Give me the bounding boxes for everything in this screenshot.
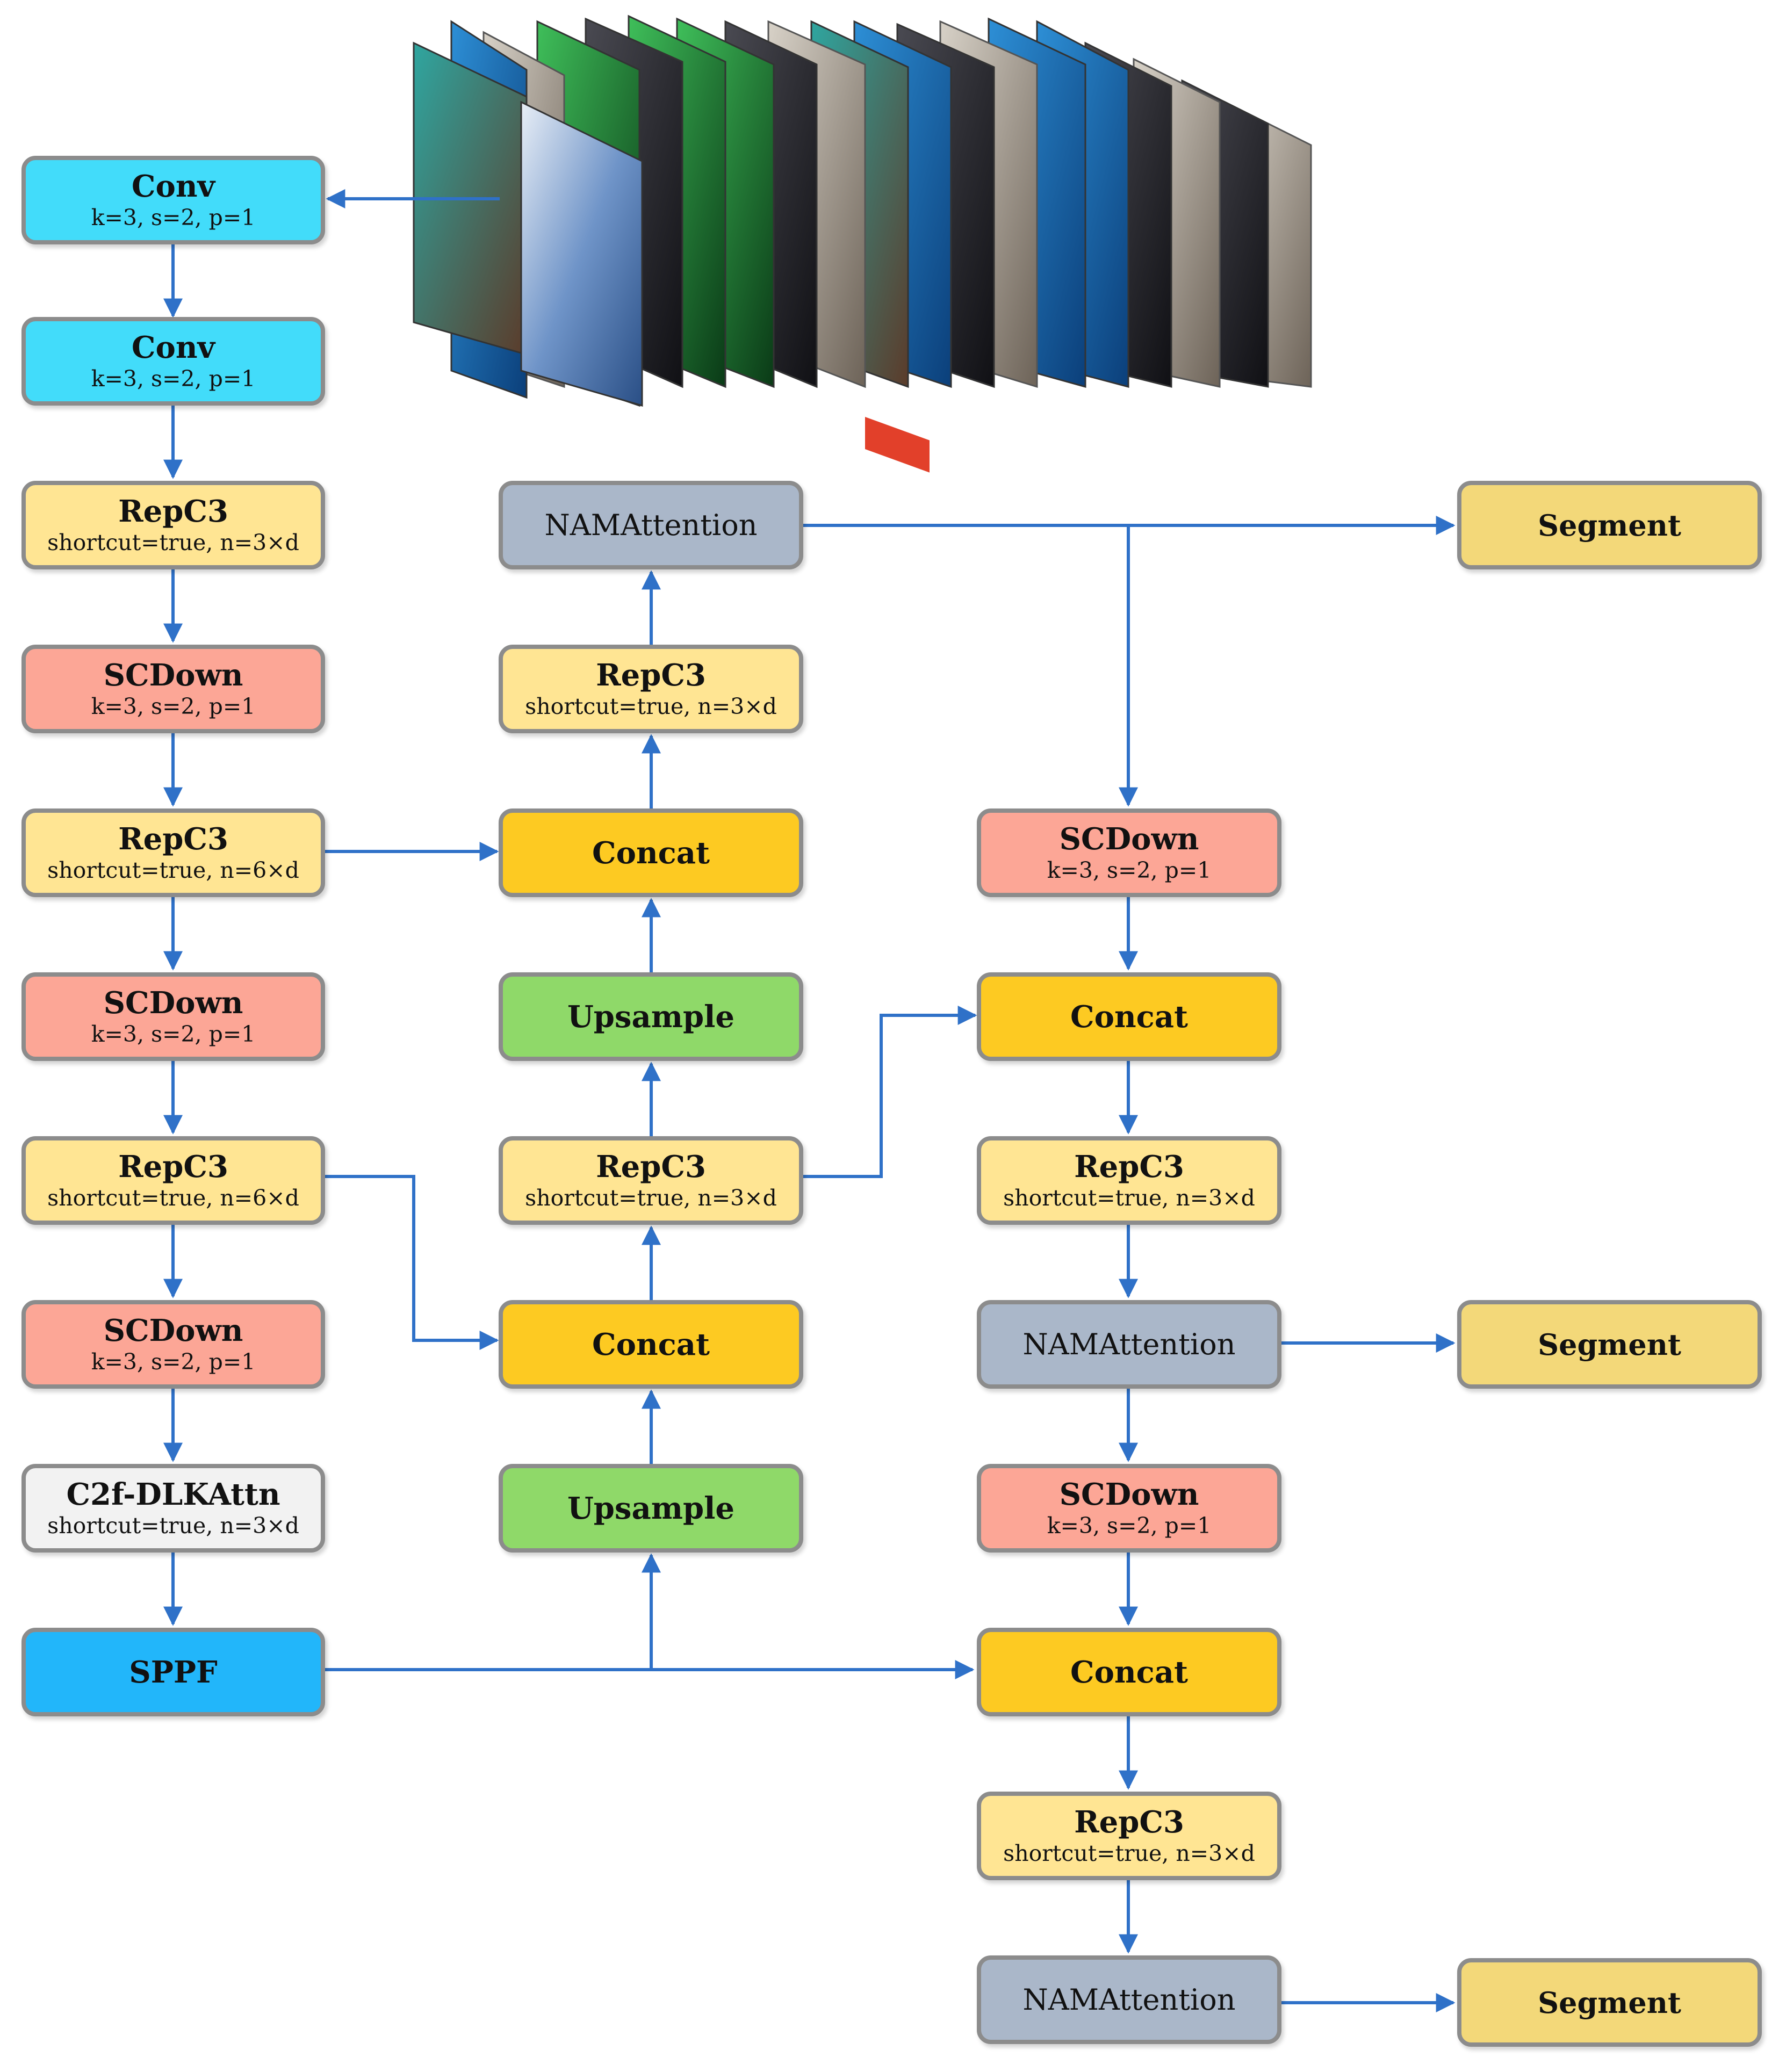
node-title: Concat — [1070, 999, 1188, 1035]
segment-head: Segment — [1457, 1958, 1762, 2047]
segment-head: Segment — [1457, 481, 1762, 569]
node-params: shortcut=true, n=3×d — [47, 1512, 299, 1539]
node-title: RepC3 — [596, 657, 706, 693]
repc3-block: RepC3 shortcut=true, n=3×d — [499, 645, 803, 733]
node-params: k=3, s=2, p=1 — [91, 693, 256, 719]
node-params: shortcut=true, n=3×d — [525, 1185, 777, 1211]
namattention-block: NAMAttention — [499, 481, 803, 569]
node-title: Segment — [1538, 508, 1681, 543]
node-params: shortcut=true, n=3×d — [525, 693, 777, 719]
node-title: Conv — [131, 168, 215, 204]
node-params: k=3, s=2, p=1 — [91, 1021, 256, 1047]
node-title: Upsample — [567, 999, 735, 1035]
node-title: SCDown — [103, 985, 243, 1021]
node-title: Concat — [592, 1326, 710, 1362]
conv-block: Conv k=3, s=2, p=1 — [21, 156, 325, 244]
scdown-block: SCDown k=3, s=2, p=1 — [977, 1464, 1281, 1553]
c2f-dlkattn-block: C2f-DLKAttn shortcut=true, n=3×d — [21, 1464, 325, 1553]
node-params: k=3, s=2, p=1 — [1047, 1512, 1212, 1539]
node-params: k=3, s=2, p=1 — [1047, 857, 1212, 883]
node-title: SCDown — [103, 657, 243, 693]
node-params: k=3, s=2, p=1 — [91, 365, 256, 392]
repc3-block: RepC3 shortcut=true, n=6×d — [21, 1136, 325, 1225]
node-title: Concat — [1070, 1654, 1188, 1690]
node-params: shortcut=true, n=3×d — [47, 529, 299, 555]
upsample-block: Upsample — [499, 972, 803, 1061]
node-params: shortcut=true, n=6×d — [47, 1185, 299, 1211]
node-title: SCDown — [1059, 821, 1199, 857]
repc3-block: RepC3 shortcut=true, n=3×d — [977, 1792, 1281, 1880]
node-title: RepC3 — [1074, 1804, 1184, 1840]
node-title: RepC3 — [118, 1149, 228, 1185]
namattention-block: NAMAttention — [977, 1955, 1281, 2044]
repc3-block: RepC3 shortcut=true, n=3×d — [499, 1136, 803, 1225]
node-title: NAMAttention — [1022, 1982, 1236, 2017]
sppf-block: SPPF — [21, 1628, 325, 1716]
node-title: Segment — [1538, 1985, 1681, 2020]
node-params: shortcut=true, n=3×d — [1003, 1185, 1255, 1211]
scdown-block: SCDown k=3, s=2, p=1 — [21, 645, 325, 733]
node-title: NAMAttention — [544, 508, 758, 542]
node-params: k=3, s=2, p=1 — [91, 204, 256, 230]
upsample-block: Upsample — [499, 1464, 803, 1553]
concat-block: Concat — [499, 1300, 803, 1389]
node-title: Concat — [592, 835, 710, 871]
node-title: RepC3 — [118, 493, 228, 529]
conv-block: Conv k=3, s=2, p=1 — [21, 317, 325, 406]
node-title: SCDown — [1059, 1476, 1199, 1512]
node-title: NAMAttention — [1022, 1327, 1236, 1361]
repc3-block: RepC3 shortcut=true, n=3×d — [21, 481, 325, 569]
namattention-block: NAMAttention — [977, 1300, 1281, 1389]
concat-block: Concat — [977, 972, 1281, 1061]
concat-block: Concat — [977, 1628, 1281, 1716]
node-title: SCDown — [103, 1312, 243, 1348]
node-title: RepC3 — [1074, 1149, 1184, 1185]
scdown-block: SCDown k=3, s=2, p=1 — [21, 972, 325, 1061]
node-title: C2f-DLKAttn — [66, 1476, 280, 1512]
node-params: shortcut=true, n=6×d — [47, 857, 299, 883]
node-title: SPPF — [129, 1654, 218, 1690]
repc3-block: RepC3 shortcut=true, n=3×d — [977, 1136, 1281, 1225]
concat-block: Concat — [499, 808, 803, 897]
repc3-block: RepC3 shortcut=true, n=6×d — [21, 808, 325, 897]
node-title: Conv — [131, 329, 215, 365]
scdown-block: SCDown k=3, s=2, p=1 — [977, 808, 1281, 897]
node-params: shortcut=true, n=3×d — [1003, 1840, 1255, 1866]
segment-head: Segment — [1457, 1300, 1762, 1389]
scdown-block: SCDown k=3, s=2, p=1 — [21, 1300, 325, 1389]
node-title: Segment — [1538, 1327, 1681, 1362]
node-title: RepC3 — [596, 1149, 706, 1185]
node-title: RepC3 — [118, 821, 228, 857]
node-title: Upsample — [567, 1490, 735, 1526]
node-params: k=3, s=2, p=1 — [91, 1348, 256, 1375]
